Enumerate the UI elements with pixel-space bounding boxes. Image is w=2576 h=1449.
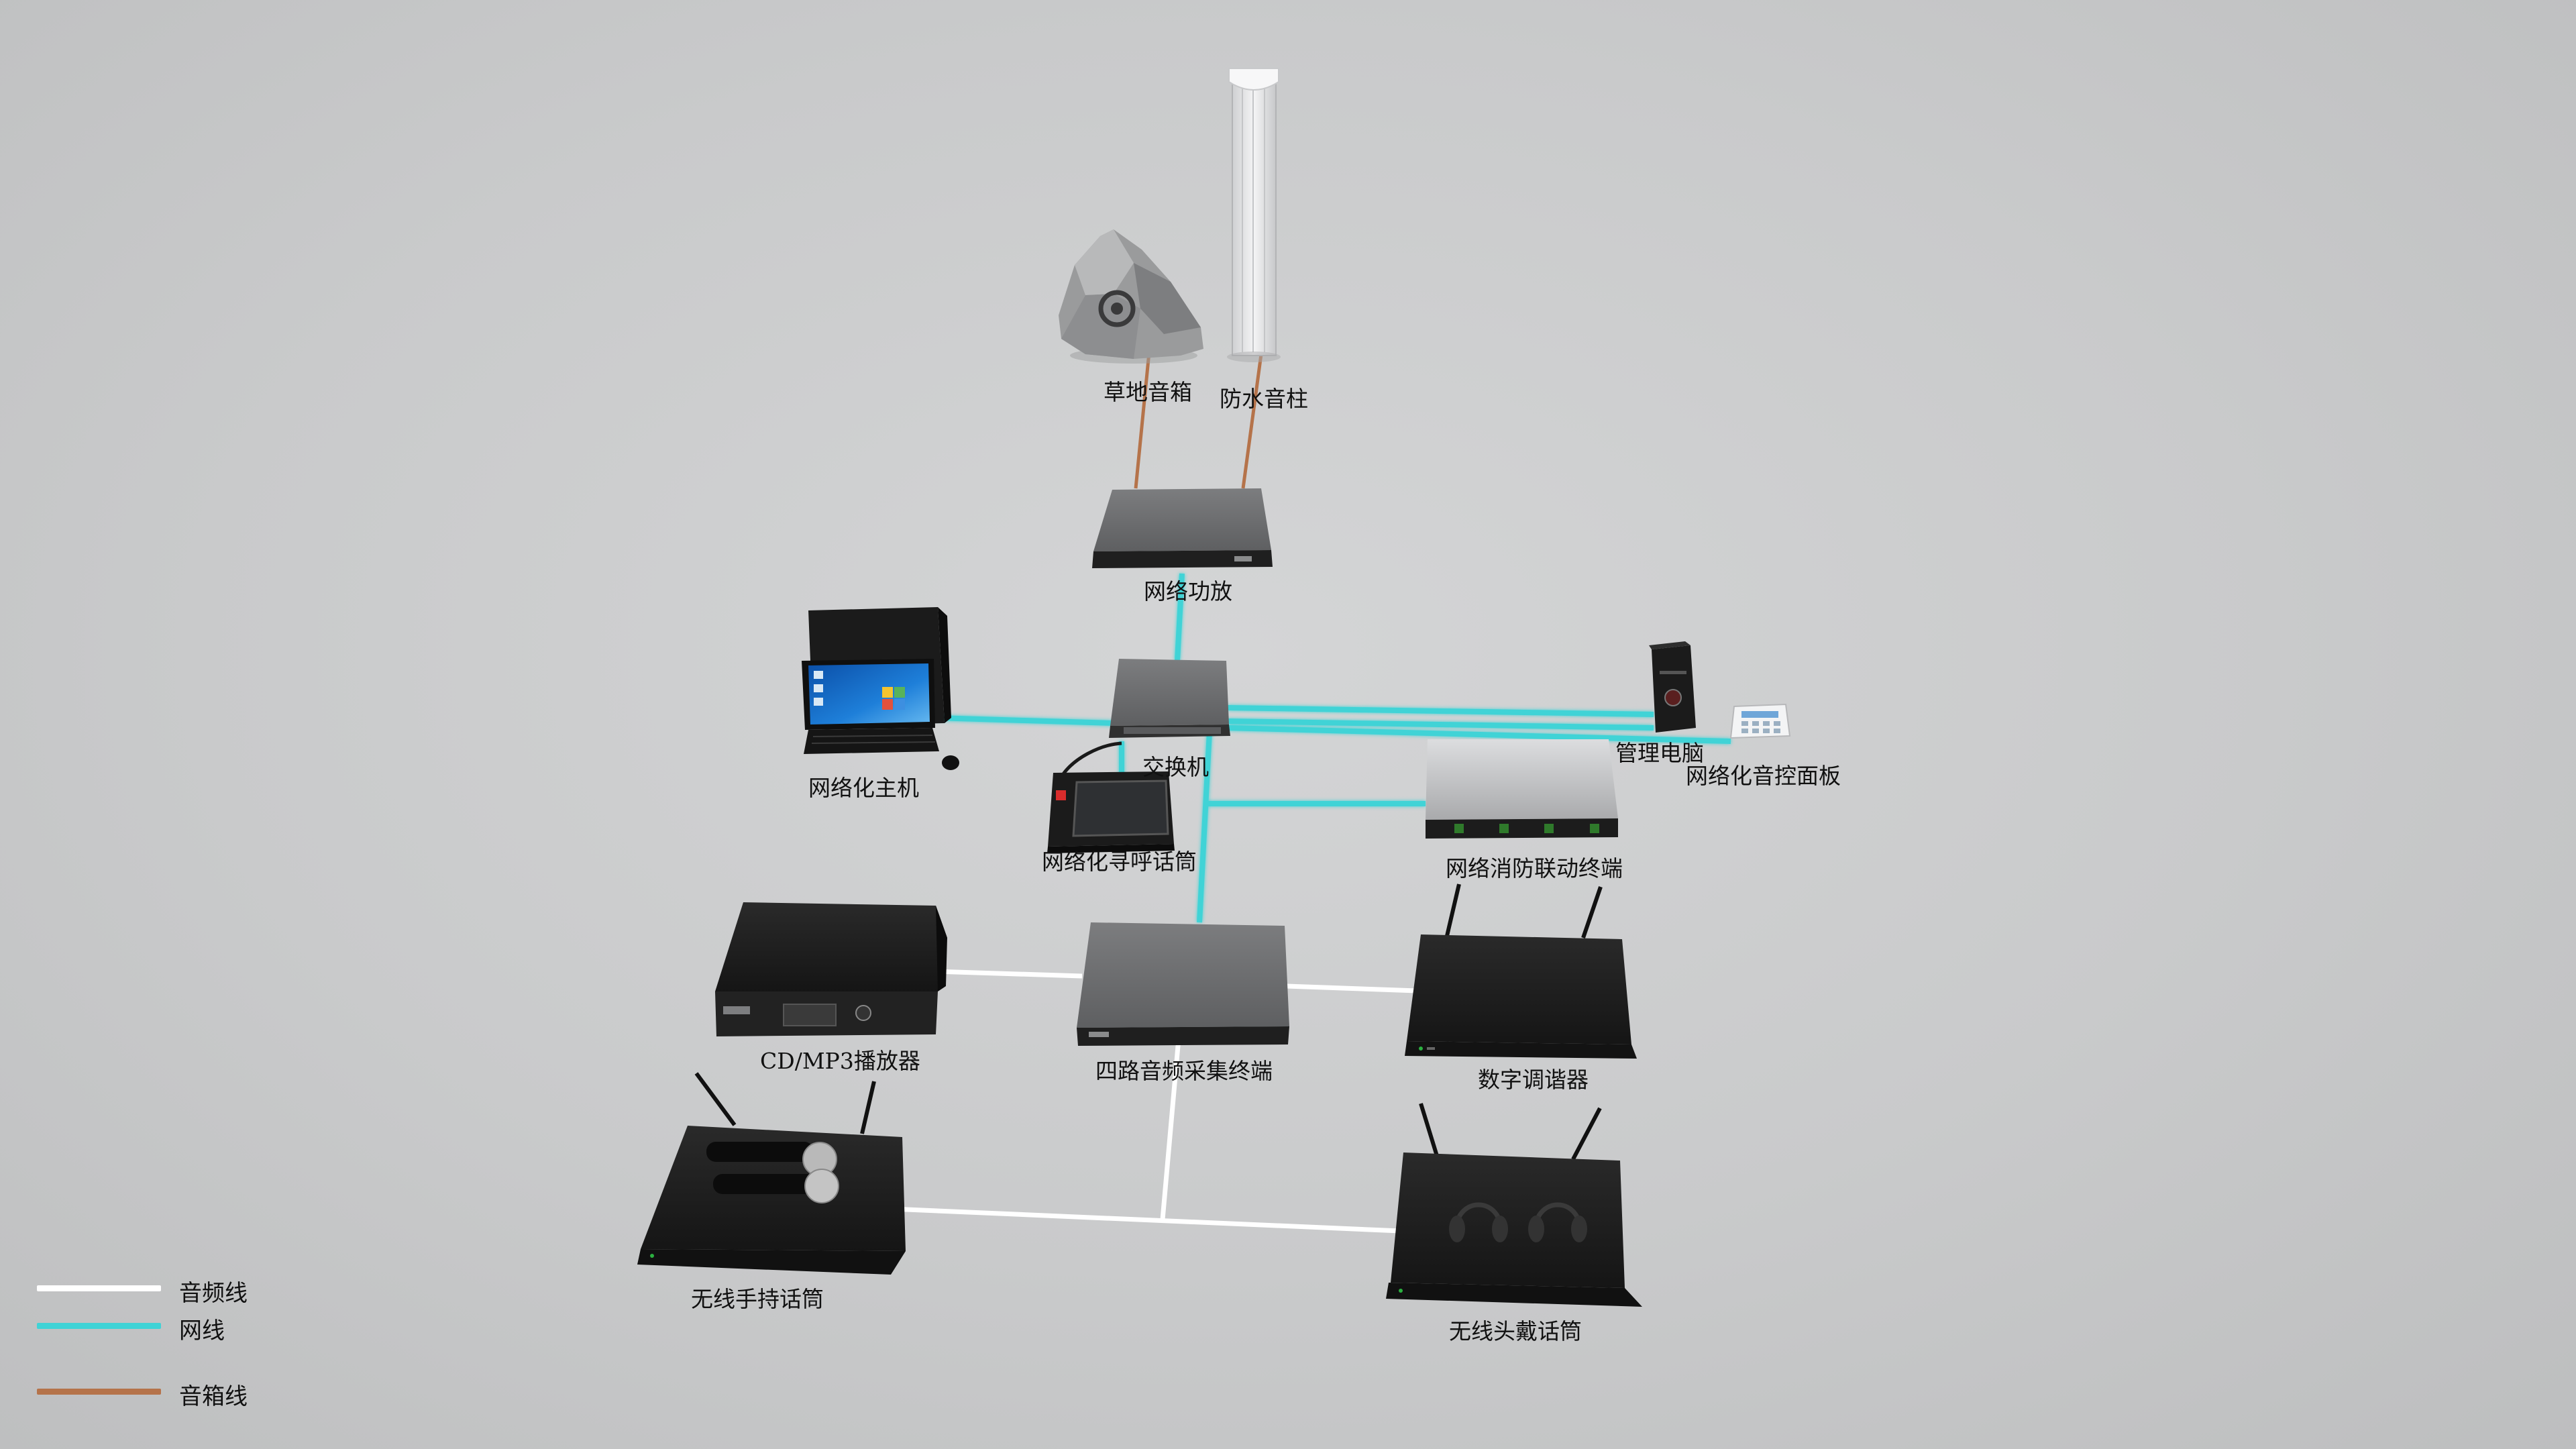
label-paging-mic: 网络化寻呼话筒 (1042, 849, 1197, 875)
net-switch-trunk (1197, 731, 1212, 923)
label-wireless-handheld: 无线手持话筒 (691, 1286, 824, 1312)
label-audio-capture: 四路音频采集终端 (1095, 1058, 1273, 1084)
label-network-host: 网络化主机 (808, 775, 919, 801)
legend-speaker-swatch (37, 1389, 161, 1395)
label-wireless-headset: 无线头戴话筒 (1449, 1318, 1582, 1344)
speaker-cable-lawn (1134, 352, 1151, 489)
label-network-amplifier: 网络功放 (1144, 578, 1232, 604)
net-switch-pc-2 (1227, 718, 1654, 731)
audio-cables (890, 969, 1418, 1234)
legend-speaker-label: 音箱线 (179, 1383, 248, 1410)
legend-audio-line: 音频线 (37, 1275, 305, 1307)
legend-network-label: 网线 (179, 1318, 225, 1344)
wireless-headset-mic (1386, 1103, 1642, 1307)
management-pc (1649, 641, 1696, 733)
audio-capture-terminal (1077, 922, 1289, 1046)
legend-speaker-line: 音箱线 (37, 1378, 305, 1410)
audio-handheld-headset (890, 1206, 1401, 1234)
paging-microphone (1047, 741, 1175, 853)
audio-cd-capture (934, 969, 1083, 979)
label-digital-tuner: 数字调谐器 (1478, 1067, 1589, 1093)
speaker-cable-column (1241, 354, 1263, 489)
audio-capture-down (1160, 1038, 1181, 1220)
legend-network-line: 网线 (37, 1312, 305, 1344)
network-cables (935, 573, 1731, 923)
digital-tuner (1405, 883, 1637, 1059)
network-host (802, 607, 959, 770)
net-switch-panel (1227, 725, 1731, 744)
network-amplifier (1092, 488, 1273, 568)
label-switch: 交换机 (1142, 754, 1209, 780)
network-switch (1109, 659, 1230, 738)
net-switch-pc-1 (1227, 705, 1654, 717)
control-panel (1729, 703, 1791, 739)
net-amp-switch (1175, 573, 1185, 661)
net-host-switch (935, 715, 1114, 726)
label-cd-player: CD/MP3播放器 (760, 1048, 920, 1074)
label-waterproof-column: 防水音柱 (1220, 386, 1308, 412)
wireless-handheld-mic (637, 1072, 906, 1275)
cd-mp3-player (715, 902, 947, 1036)
waterproof-column (1227, 68, 1281, 362)
lawn-speaker (1059, 229, 1203, 364)
legend-audio-label: 音频线 (179, 1280, 248, 1307)
audio-capture-tuner (1286, 983, 1418, 994)
legend-network-swatch (37, 1323, 161, 1329)
label-fire-terminal: 网络消防联动终端 (1446, 855, 1623, 881)
speaker-cables (1134, 352, 1263, 489)
label-lawn-speaker: 草地音箱 (1104, 379, 1192, 405)
label-management-pc: 管理电脑 (1615, 740, 1704, 766)
fire-linkage-terminal (1426, 739, 1618, 839)
legend-audio-swatch (37, 1285, 161, 1291)
legend: 音频线 网线 音箱线 (37, 1275, 305, 1429)
label-control-panel: 网络化音控面板 (1686, 763, 1841, 789)
